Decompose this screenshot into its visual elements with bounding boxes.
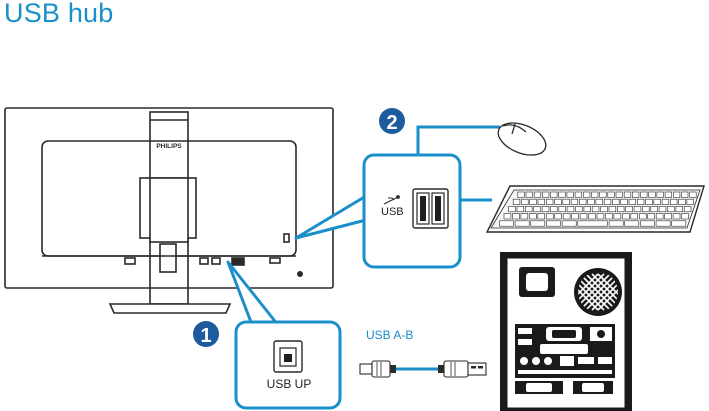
usb-downstream-callout	[294, 125, 500, 269]
step-2-number: 2	[386, 112, 397, 134]
usb-a-ports-icon	[412, 188, 449, 229]
cable-label: USB A-B	[366, 328, 413, 342]
keyboard-icon	[485, 185, 705, 233]
step-2-badge: 2	[379, 108, 405, 134]
usb-upstream-callout	[226, 260, 342, 410]
monitor-back-icon	[4, 107, 334, 314]
pc-tower-icon	[500, 252, 632, 411]
usb-b-port-icon	[273, 340, 303, 373]
usb-symbol-icon	[383, 195, 400, 205]
step-1-number: 1	[200, 325, 211, 347]
monitor-brand-label: PHILIPS	[156, 143, 182, 150]
step-1-badge: 1	[193, 321, 219, 347]
usb-up-label: USB UP	[267, 377, 312, 391]
usb-a-b-cable-icon	[359, 360, 487, 378]
mouse-icon	[497, 122, 547, 156]
usb-port-label: USB	[381, 206, 404, 218]
page-title: USB hub	[4, 0, 114, 28]
